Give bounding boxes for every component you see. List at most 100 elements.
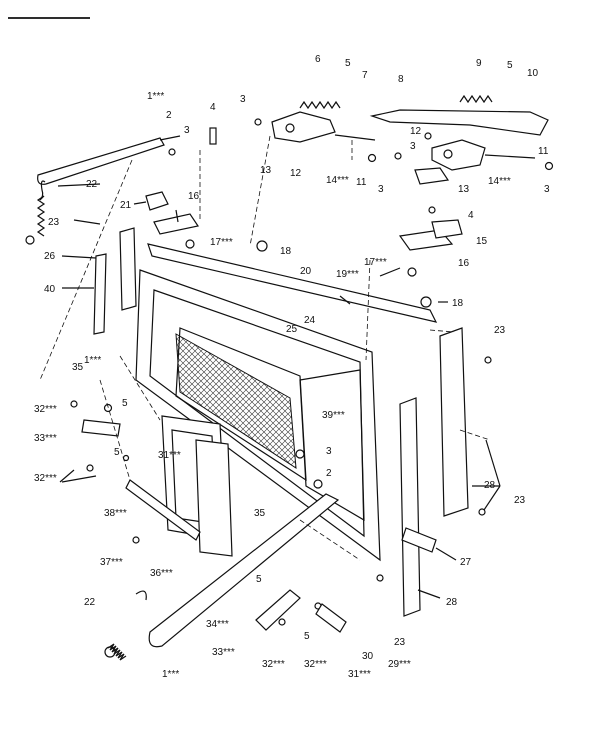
callout-22-top: 22 — [86, 179, 98, 190]
bracket-27 — [401, 527, 437, 553]
callout-9: 9 — [476, 58, 482, 69]
hinge-bracket-33-bottom — [255, 589, 322, 631]
callout-labels: 1*** 2 3 4 3 6 5 7 8 9 5 10 22 13 12 14*… — [34, 54, 550, 680]
screw-23-lower — [478, 508, 486, 516]
callout-8: 8 — [398, 74, 404, 85]
callout-3-top-b: 3 — [240, 94, 246, 105]
callout-3-right: 3 — [544, 184, 550, 195]
side-rail-28-upper — [439, 327, 469, 517]
callout-33-b: 33*** — [212, 647, 235, 658]
callout-30: 30 — [362, 651, 374, 662]
side-rail-26 — [119, 227, 137, 311]
latch-bar-8 — [369, 109, 549, 136]
callout-5-c: 5 — [122, 398, 128, 409]
callout-18-b: 18 — [452, 298, 464, 309]
callout-1-bottom: 1*** — [162, 669, 179, 680]
callout-1-mid: 1*** — [84, 355, 101, 366]
callout-19: 19*** — [336, 269, 359, 280]
window-frame-36 — [195, 439, 233, 557]
screw-4-top — [209, 127, 217, 145]
callout-5-e: 5 — [256, 574, 262, 585]
callout-23-c: 23 — [514, 495, 526, 506]
hinge-arm-bottom — [148, 449, 340, 648]
latch-15 — [431, 219, 463, 239]
callout-20: 20 — [300, 266, 312, 277]
callout-34: 34*** — [206, 619, 229, 630]
callout-11-b: 11 — [538, 146, 549, 157]
callout-22-b: 22 — [84, 597, 96, 608]
bottom-strip-38 — [125, 479, 201, 541]
screw-17a — [185, 239, 195, 249]
callout-32-d: 32*** — [304, 659, 327, 670]
callout-38: 38*** — [104, 508, 127, 519]
callout-35-b: 35 — [254, 508, 266, 519]
callout-32-a: 32*** — [34, 404, 57, 415]
callout-5-top-b: 5 — [507, 60, 513, 71]
callout-10: 10 — [527, 68, 539, 79]
callout-3-mid-b: 3 — [410, 141, 416, 152]
inner-liner — [299, 369, 365, 522]
callout-23-d: 23 — [394, 637, 406, 648]
callout-2-top: 2 — [166, 110, 172, 121]
spring-bottom — [104, 590, 147, 661]
callout-33-a: 33*** — [34, 433, 57, 444]
callout-29: 29*** — [388, 659, 411, 670]
spring-top — [25, 180, 46, 245]
callout-27: 27 — [460, 557, 472, 568]
callout-31-a: 31*** — [158, 450, 181, 461]
latch-assembly-left — [254, 100, 377, 163]
screw-23-bottom — [376, 574, 384, 582]
callout-16-right: 16 — [458, 258, 470, 269]
callout-17-a: 17*** — [210, 237, 233, 248]
callout-35-a: 35 — [72, 362, 84, 373]
callout-32-c: 32*** — [262, 659, 285, 670]
callout-2-b: 2 — [326, 468, 332, 479]
callout-21: 21 — [120, 200, 132, 211]
callout-14-a: 14*** — [326, 175, 349, 186]
callout-5-f: 5 — [304, 631, 310, 642]
callout-11-a: 11 — [356, 177, 367, 188]
callout-14-b: 14*** — [488, 176, 511, 187]
callout-25: 25 — [286, 324, 298, 335]
callout-17-b: 17*** — [364, 257, 387, 268]
callout-15: 15 — [476, 236, 488, 247]
callout-4-top: 4 — [210, 102, 216, 113]
callout-13-a: 13 — [260, 165, 272, 176]
callout-24: 24 — [304, 315, 316, 326]
bracket-21 — [145, 191, 169, 211]
callout-26: 26 — [44, 251, 56, 262]
bracket-30 — [315, 603, 347, 633]
callout-12-b: 12 — [410, 126, 422, 137]
hinge-arm-top — [37, 135, 181, 185]
screw-37 — [132, 536, 140, 544]
alignment-lines — [39, 135, 491, 561]
screw-4b — [428, 206, 436, 214]
side-rail-28-lower — [399, 397, 421, 617]
callout-31-b: 31*** — [348, 669, 371, 680]
callout-28-a: 28 — [484, 480, 496, 491]
callout-3-top: 3 — [184, 125, 190, 136]
leader-lines — [57, 183, 501, 599]
callout-37: 37*** — [100, 557, 123, 568]
callout-32-b: 32*** — [34, 473, 57, 484]
screw-23-right — [484, 356, 492, 364]
callout-5-d: 5 — [114, 447, 120, 458]
top-rail-20 — [147, 243, 438, 323]
screw-18b — [420, 296, 432, 308]
callout-6: 6 — [315, 54, 321, 65]
callout-36: 36*** — [150, 568, 173, 579]
callout-3-f: 3 — [326, 446, 332, 457]
callout-16-left: 16 — [188, 191, 200, 202]
hinge-bracket-33-left — [70, 400, 130, 472]
callout-18-a: 18 — [280, 246, 292, 257]
callout-4-b: 4 — [468, 210, 474, 221]
callout-7: 7 — [362, 70, 368, 81]
side-rail-40 — [93, 253, 107, 335]
callout-1-top: 1*** — [147, 91, 164, 102]
screw-17b — [407, 267, 417, 277]
callout-39: 39*** — [322, 410, 345, 421]
callout-13-b: 13 — [458, 184, 470, 195]
callout-40: 40 — [44, 284, 56, 295]
